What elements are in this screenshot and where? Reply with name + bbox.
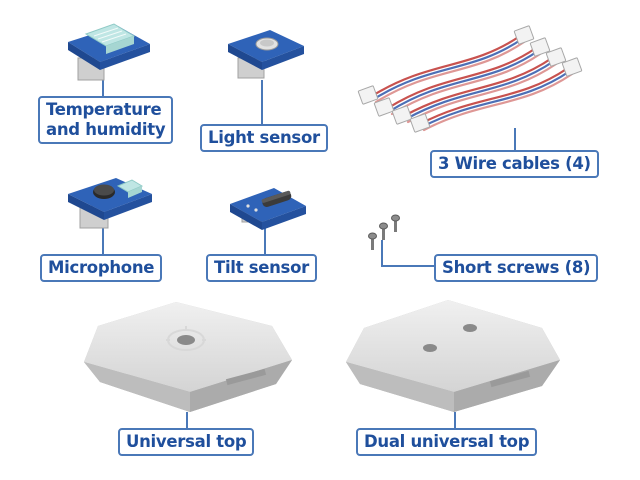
light-sensor-icon [228,30,304,79]
label-light-sensor: Light sensor [200,124,328,152]
connector-screws [381,240,434,267]
wire-cables-icon [357,25,583,133]
tilt-sensor-icon [230,188,306,230]
label-temperature-line1: Temperature [46,100,162,119]
label-dual-universal-top: Dual universal top [356,428,538,456]
label-universal-top: Universal top [118,428,255,456]
label-temperature-line2: and humidity [46,120,166,139]
label-wire-cables: 3 Wire cables (4) [430,150,599,178]
screws-icon [368,214,400,250]
temperature-humidity-sensor-icon [68,23,150,81]
label-short-screws: Short screws (8) [434,254,599,282]
label-temperature-humidity: Temperature and humidity [38,96,174,144]
universal-top-icon [84,302,292,412]
microphone-sensor-icon [68,178,152,229]
dual-universal-top-icon [346,300,560,412]
label-microphone: Microphone [40,254,163,282]
label-tilt-sensor: Tilt sensor [206,254,317,282]
